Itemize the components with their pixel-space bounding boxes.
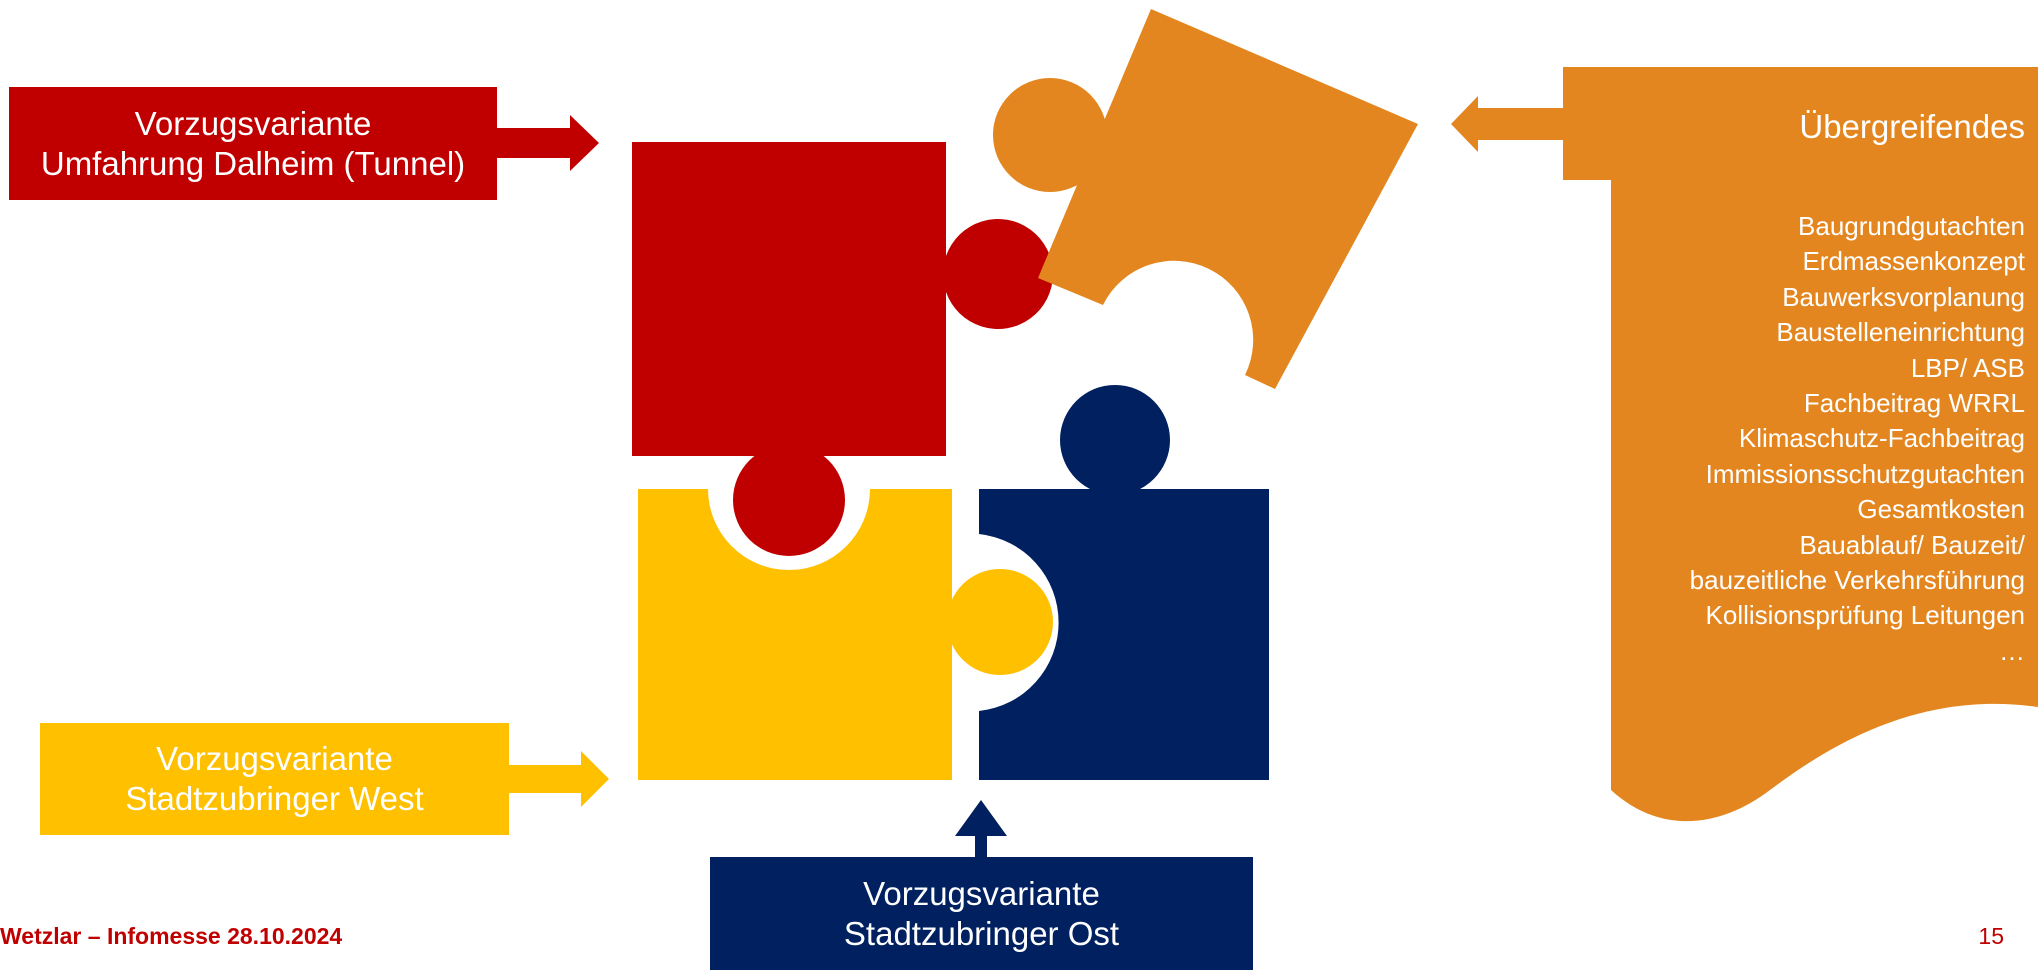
- orange-panel-list: Baugrundgutachten Erdmassenkonzept Bauwe…: [1600, 209, 2025, 669]
- red-arrow: [497, 115, 599, 171]
- orange-puzzle-piece: [993, 9, 1418, 389]
- list-item: bauzeitliche Verkehrsführung: [1689, 565, 2025, 596]
- label-blue-line1: Vorzugsvariante: [863, 874, 1100, 912]
- yellow-arrow: [509, 751, 609, 807]
- list-item: …: [1999, 635, 2025, 666]
- list-item: Fachbeitrag WRRL: [1803, 388, 2025, 419]
- list-item: Kollisionsprüfung Leitungen: [1705, 600, 2025, 631]
- label-yellow-line2: Stadtzubringer West: [125, 780, 424, 817]
- label-umfahrung-dalheim: Vorzugsvariante Umfahrung Dalheim (Tunne…: [9, 87, 497, 200]
- label-blue-line2: Stadtzubringer Ost: [843, 914, 1120, 952]
- list-item: Klimaschutz-Fachbeitrag: [1738, 423, 2025, 454]
- footer-event-label: Wetzlar – Infomesse 28.10.2024: [0, 923, 343, 949]
- list-item: Baugrundgutachten: [1798, 211, 2025, 241]
- page-number: 15: [1978, 923, 2004, 949]
- yellow-puzzle-piece: [638, 489, 1053, 780]
- list-item: Bauwerksvorplanung: [1782, 281, 2025, 312]
- list-item: Erdmassenkonzept: [1802, 246, 2025, 277]
- label-yellow-line1: Vorzugsvariante: [156, 740, 393, 777]
- navy-puzzle-piece: [979, 385, 1269, 780]
- red-puzzle-piece: [632, 142, 1053, 556]
- label-red-line1: Vorzugsvariante: [134, 104, 372, 142]
- orange-document-panel: [1563, 67, 2038, 822]
- list-item: LBP/ ASB: [1910, 352, 2025, 383]
- label-stadtzubringer-ost: Vorzugsvariante Stadtzubringer Ost: [710, 857, 1253, 970]
- list-item: Gesamtkosten: [1857, 494, 2025, 525]
- orange-panel-title: Übergreifendes: [1799, 108, 2025, 145]
- label-red-line2: Umfahrung Dalheim (Tunnel): [40, 144, 466, 182]
- label-stadtzubringer-west: Vorzugsvariante Stadtzubringer West: [40, 723, 509, 835]
- list-item: Immissionsschutzgutachten: [1705, 458, 2025, 489]
- orange-arrow: [1451, 96, 1563, 152]
- list-item: Baustelleneinrichtung: [1776, 317, 2025, 348]
- list-item: Bauablauf/ Bauzeit/: [1799, 529, 2026, 560]
- navy-arrow: [955, 800, 1007, 857]
